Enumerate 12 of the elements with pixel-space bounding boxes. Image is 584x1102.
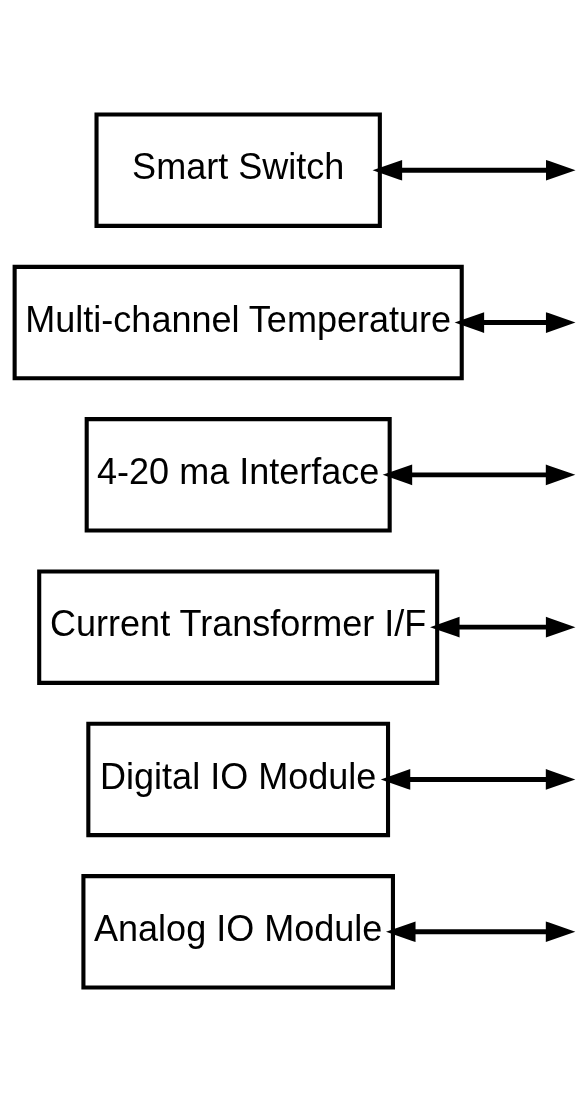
node-box: Digital IO Module [86,721,391,838]
node-box: Multi-channel Temperature [12,264,464,381]
arrow [430,616,576,638]
arrow [380,769,576,790]
node-box: Current Transformer I/F [37,569,440,685]
arrow [386,921,576,943]
arrow [372,159,576,181]
node-box: 4-20 ma Interface [84,417,392,533]
arrow [382,464,576,486]
node-box: Analog IO Module [81,874,395,990]
arrow [454,312,576,333]
node-box: Smart Switch [94,112,382,228]
